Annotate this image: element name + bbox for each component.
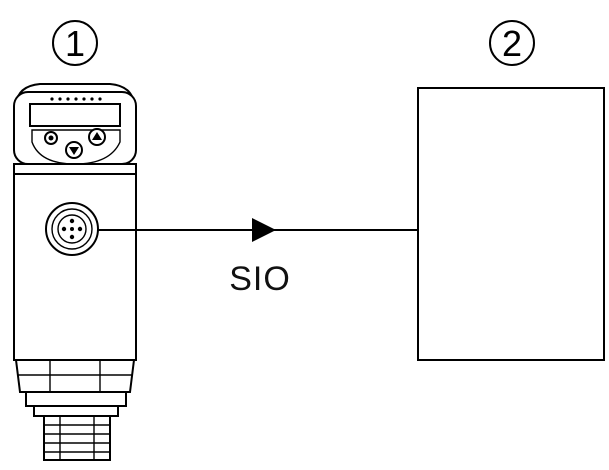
sensor-body: [13, 173, 137, 361]
callout-2-number: 2: [502, 23, 522, 64]
sensor-flange-lower: [33, 405, 119, 417]
callout-1: 1: [52, 20, 98, 66]
callout-1-number: 1: [65, 23, 85, 64]
callout-2-circle: [489, 20, 535, 66]
callout-1-circle: [52, 20, 98, 66]
down-arrow-icon: [69, 147, 79, 155]
signal-label: SIO: [229, 260, 291, 298]
display-window: [29, 103, 121, 127]
hex-nut: [14, 359, 136, 393]
receiver-box: [417, 87, 605, 361]
up-arrow-icon: [92, 132, 102, 140]
pressure-sensor-device: [13, 83, 137, 461]
arrow-right-icon: [252, 218, 276, 242]
sio-signal-line: [98, 218, 418, 242]
led-indicator-row: [50, 97, 102, 101]
m12-connector-icon: [45, 202, 99, 256]
sensor-ring: [13, 163, 137, 175]
process-thread: [43, 415, 111, 461]
callout-2: 2: [489, 20, 535, 66]
sensor-flange: [25, 391, 127, 407]
